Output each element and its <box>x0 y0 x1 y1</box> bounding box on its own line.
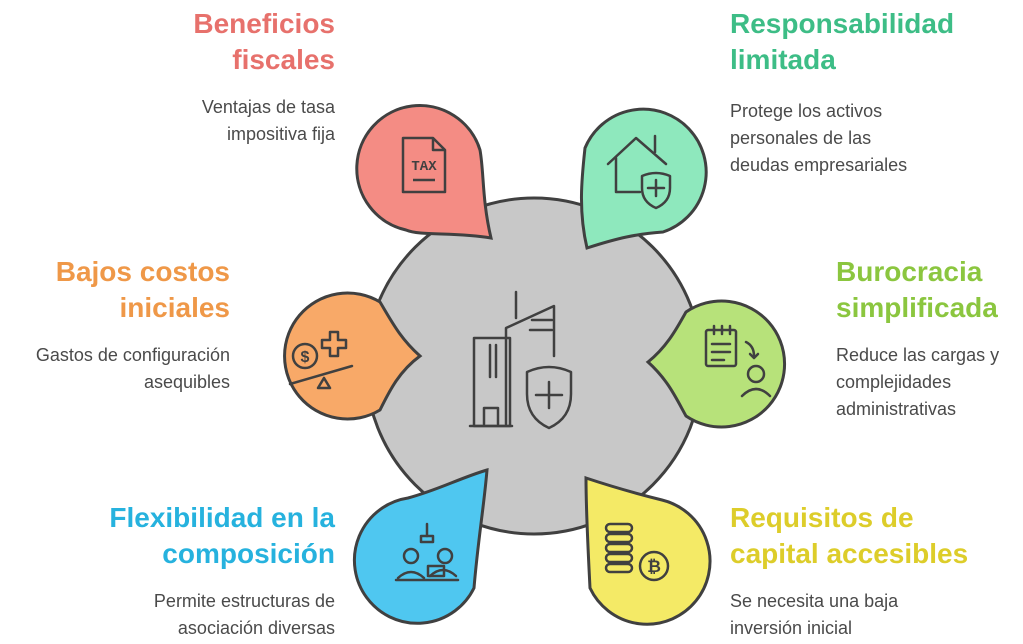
desc-responsabilidad-limitada: Protege los activos personales de las de… <box>730 98 907 179</box>
team-meeting-icon <box>394 522 460 582</box>
desc-line: Protege los activos <box>730 101 883 121</box>
petal-flexibilidad-composicion <box>352 467 489 625</box>
desc-line: Reduce las cargas y <box>836 345 1000 365</box>
title-line: Flexibilidad en la <box>109 502 335 533</box>
title-requisitos-capital: Requisitos de capital accesibles <box>730 500 968 572</box>
petal-bajos-costos-iniciales: $ <box>283 291 423 421</box>
svg-text:₿: ₿ <box>647 557 661 576</box>
balance-dollar-icon: $ <box>288 330 354 390</box>
desc-line: administrativas <box>836 399 957 419</box>
title-line: iniciales <box>119 292 230 323</box>
svg-text:$: $ <box>301 349 310 366</box>
petal-requisitos-capital: ₿ <box>584 475 712 626</box>
house-shield-icon <box>606 134 672 210</box>
desc-line: Permite estructuras de <box>153 591 335 611</box>
desc-burocracia-simplificada: Reduce las cargas y complejidades admini… <box>836 342 999 423</box>
title-line: composición <box>162 538 335 569</box>
title-line: Burocracia <box>836 256 983 287</box>
petal-beneficios-fiscales: TAX <box>355 104 493 240</box>
desc-line: Se necesita una baja <box>730 591 899 611</box>
title-line: Beneficios <box>193 8 335 39</box>
title-responsabilidad-limitada: Responsabilidad limitada <box>730 6 954 78</box>
petal-responsabilidad-limitada <box>579 107 708 250</box>
desc-line: asequibles <box>143 372 230 392</box>
desc-beneficios-fiscales: Ventajas de tasa impositiva fija <box>202 94 335 148</box>
title-line: simplificada <box>836 292 998 323</box>
desc-bajos-costos-iniciales: Gastos de configuración asequibles <box>36 342 230 396</box>
tax-document-icon: TAX <box>401 136 447 194</box>
title-burocracia-simplificada: Burocracia simplificada <box>836 254 998 326</box>
desc-flexibilidad-composicion: Permite estructuras de asociación divers… <box>154 588 335 642</box>
desc-requisitos-capital: Se necesita una baja inversión inicial <box>730 588 898 642</box>
title-line: Responsabilidad <box>730 8 955 39</box>
svg-text:TAX: TAX <box>411 159 437 175</box>
title-line: Requisitos de <box>730 502 914 533</box>
title-bajos-costos-iniciales: Bajos costos iniciales <box>56 254 230 326</box>
coins-bitcoin-icon: ₿ <box>604 522 670 582</box>
title-line: limitada <box>730 44 836 75</box>
title-flexibilidad-composicion: Flexibilidad en la composición <box>109 500 335 572</box>
desc-line: complejidades <box>836 372 952 392</box>
desc-line: Gastos de configuración <box>35 345 230 365</box>
desc-line: asociación diversas <box>177 618 335 638</box>
title-beneficios-fiscales: Beneficios fiscales <box>193 6 335 78</box>
clipboard-person-icon <box>704 324 772 398</box>
desc-line: personales de las <box>730 128 872 148</box>
city-building-shield-icon <box>468 290 573 430</box>
title-line: capital accesibles <box>730 538 969 569</box>
desc-line: deudas empresariales <box>730 155 908 175</box>
desc-line: impositiva fija <box>226 124 335 144</box>
desc-line: inversión inicial <box>730 618 853 638</box>
title-line: fiscales <box>232 44 335 75</box>
petal-burocracia-simplificada <box>645 299 787 429</box>
title-line: Bajos costos <box>55 256 230 287</box>
desc-line: Ventajas de tasa <box>201 97 335 117</box>
